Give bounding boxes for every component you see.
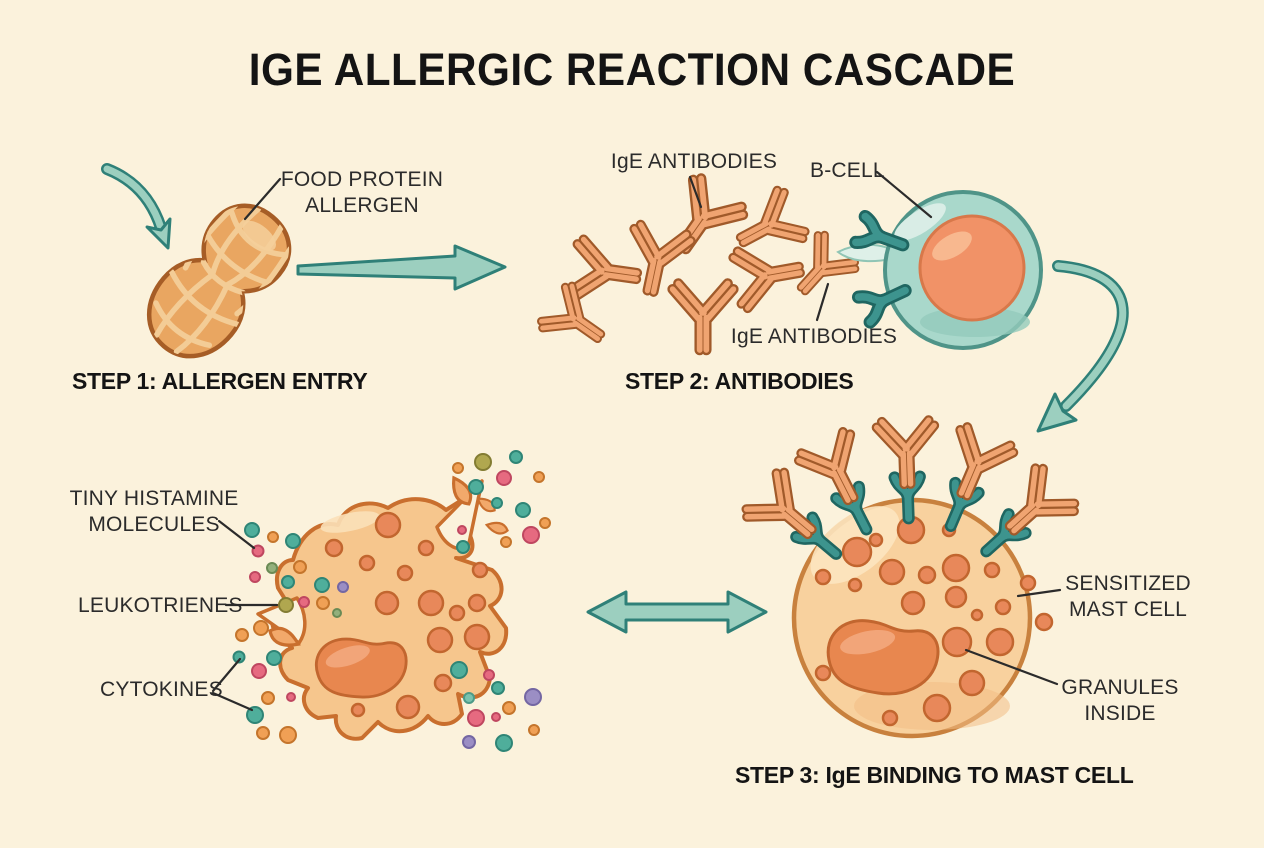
granules-inside-label: GRANULES INSIDE xyxy=(1061,675,1178,726)
sensitized-mast-cell-line1: SENSITIZED xyxy=(1065,572,1191,595)
step3-title: STEP 3: IgE BINDING TO MAST CELL xyxy=(735,762,1134,788)
food-protein-allergen-label: FOOD PROTEIN ALLERGEN xyxy=(281,167,443,218)
b-cell-to-mast-arrow xyxy=(1036,260,1129,433)
mast-cell-nucleus xyxy=(826,619,940,696)
degranulating-nucleus xyxy=(314,637,408,699)
b-cell-illustration xyxy=(836,190,1043,350)
ige-antibodies-top-label: IgE ANTIBODIES xyxy=(610,150,778,173)
leukotriene-dot xyxy=(278,597,294,613)
food-protein-allergen-line1: FOOD PROTEIN xyxy=(280,168,444,191)
cytokine-dot-1 xyxy=(232,650,246,664)
sensitized-mast-cell-illustration xyxy=(743,420,1078,739)
peanut-illustration xyxy=(146,202,294,359)
cytokines-label: CYTOKINES xyxy=(100,678,223,701)
ige-antibodies-bottom-label: IgE ANTIBODIES xyxy=(730,325,898,348)
entry-arrow xyxy=(101,163,172,250)
released-molecule-dots xyxy=(232,450,551,752)
leukotrienes-label: LEUKOTRIENES xyxy=(78,594,243,617)
tiny-histamine-line2: MOLECULES xyxy=(88,512,220,536)
page-title: IGE ALLERGIC REACTION CASCADE xyxy=(248,44,1016,95)
tiny-histamine-label: TINY HISTAMINE MOLECULES xyxy=(70,486,239,537)
granules-inside-line1: GRANULES xyxy=(1061,676,1179,699)
step2-title: STEP 2: ANTIBODIES xyxy=(625,368,854,394)
mast-cell-granules xyxy=(814,515,1054,727)
b-cell-label: B-CELL xyxy=(810,159,885,182)
granules-inside-line2: INSIDE xyxy=(1084,701,1156,725)
step1-title: STEP 1: ALLERGEN ENTRY xyxy=(72,368,368,394)
leader-lines xyxy=(211,170,1062,712)
bidirectional-arrow xyxy=(586,590,768,634)
tiny-histamine-line1: TINY HISTAMINE xyxy=(69,487,239,510)
degranulating-mast-cell-illustration xyxy=(256,472,511,741)
sensitized-mast-cell-line2: MAST CELL xyxy=(1068,597,1188,621)
step1-to-step2-arrow xyxy=(296,244,507,291)
cytokine-dot-2 xyxy=(246,706,264,724)
histamine-molecule-dot xyxy=(251,544,265,558)
degranulating-granules xyxy=(324,511,491,720)
sensitized-mast-cell-label: SENSITIZED MAST CELL xyxy=(1065,571,1191,622)
food-protein-allergen-line2: ALLERGEN xyxy=(305,193,419,217)
